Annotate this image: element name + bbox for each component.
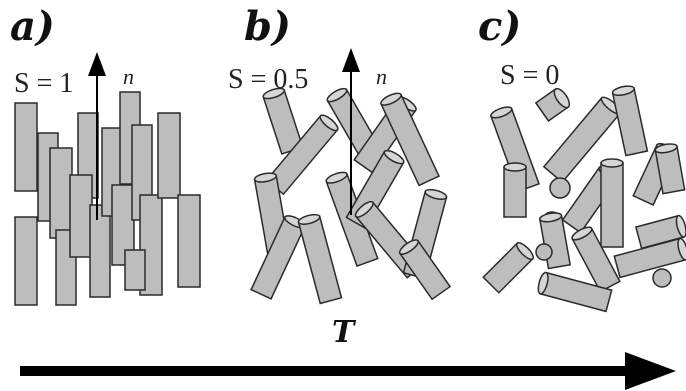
panel-a-director-arrow xyxy=(88,52,106,220)
rod xyxy=(482,242,534,294)
panel-a: a) S = 1 n⃗ xyxy=(10,3,201,306)
panel-b-order-parameter: S = 0.5 xyxy=(228,64,308,95)
panel-b-letter: b) xyxy=(244,3,291,50)
panel-c-order-parameter: S = 0 xyxy=(500,60,559,91)
rod xyxy=(537,271,613,313)
panel-a-order-parameter: S = 1 xyxy=(14,68,73,99)
panel-a-rods xyxy=(14,91,201,306)
panel-c-letter: c) xyxy=(478,3,521,50)
rod xyxy=(571,226,621,293)
panel-b-director-label: n⃗ xyxy=(376,64,404,89)
rod-end-view xyxy=(535,243,553,261)
panel-b: b) S = 0.5 n⃗ xyxy=(228,3,452,305)
rod xyxy=(124,249,146,291)
rod xyxy=(111,184,135,266)
rod xyxy=(600,158,624,248)
rod xyxy=(14,102,38,192)
temperature-label: T xyxy=(332,315,357,350)
rod xyxy=(177,194,201,288)
temperature-arrow-head xyxy=(625,352,676,390)
panel-a-director-label: n⃗ xyxy=(123,64,151,89)
rod xyxy=(49,147,73,239)
rod xyxy=(14,216,38,306)
rod xyxy=(503,162,527,218)
rod xyxy=(69,174,93,258)
panel-c: c) S = 0 xyxy=(478,3,686,313)
panel-b-director-arrow xyxy=(342,48,360,215)
rod xyxy=(613,237,686,279)
rod xyxy=(157,112,181,199)
panel-a-letter: a) xyxy=(10,3,55,50)
rod xyxy=(542,96,622,184)
panel-c-rods xyxy=(482,85,686,313)
rod-end-view xyxy=(652,268,672,288)
rod xyxy=(380,92,440,187)
rod xyxy=(262,87,304,155)
rod xyxy=(398,239,452,301)
rod xyxy=(611,85,649,157)
rod-end-view xyxy=(549,177,571,199)
temperature-axis: T xyxy=(20,315,676,390)
rod xyxy=(89,204,111,298)
rod xyxy=(534,87,571,122)
panel-b-rods xyxy=(250,87,452,305)
rod xyxy=(297,213,343,305)
rod xyxy=(654,143,686,195)
rod xyxy=(490,106,540,193)
